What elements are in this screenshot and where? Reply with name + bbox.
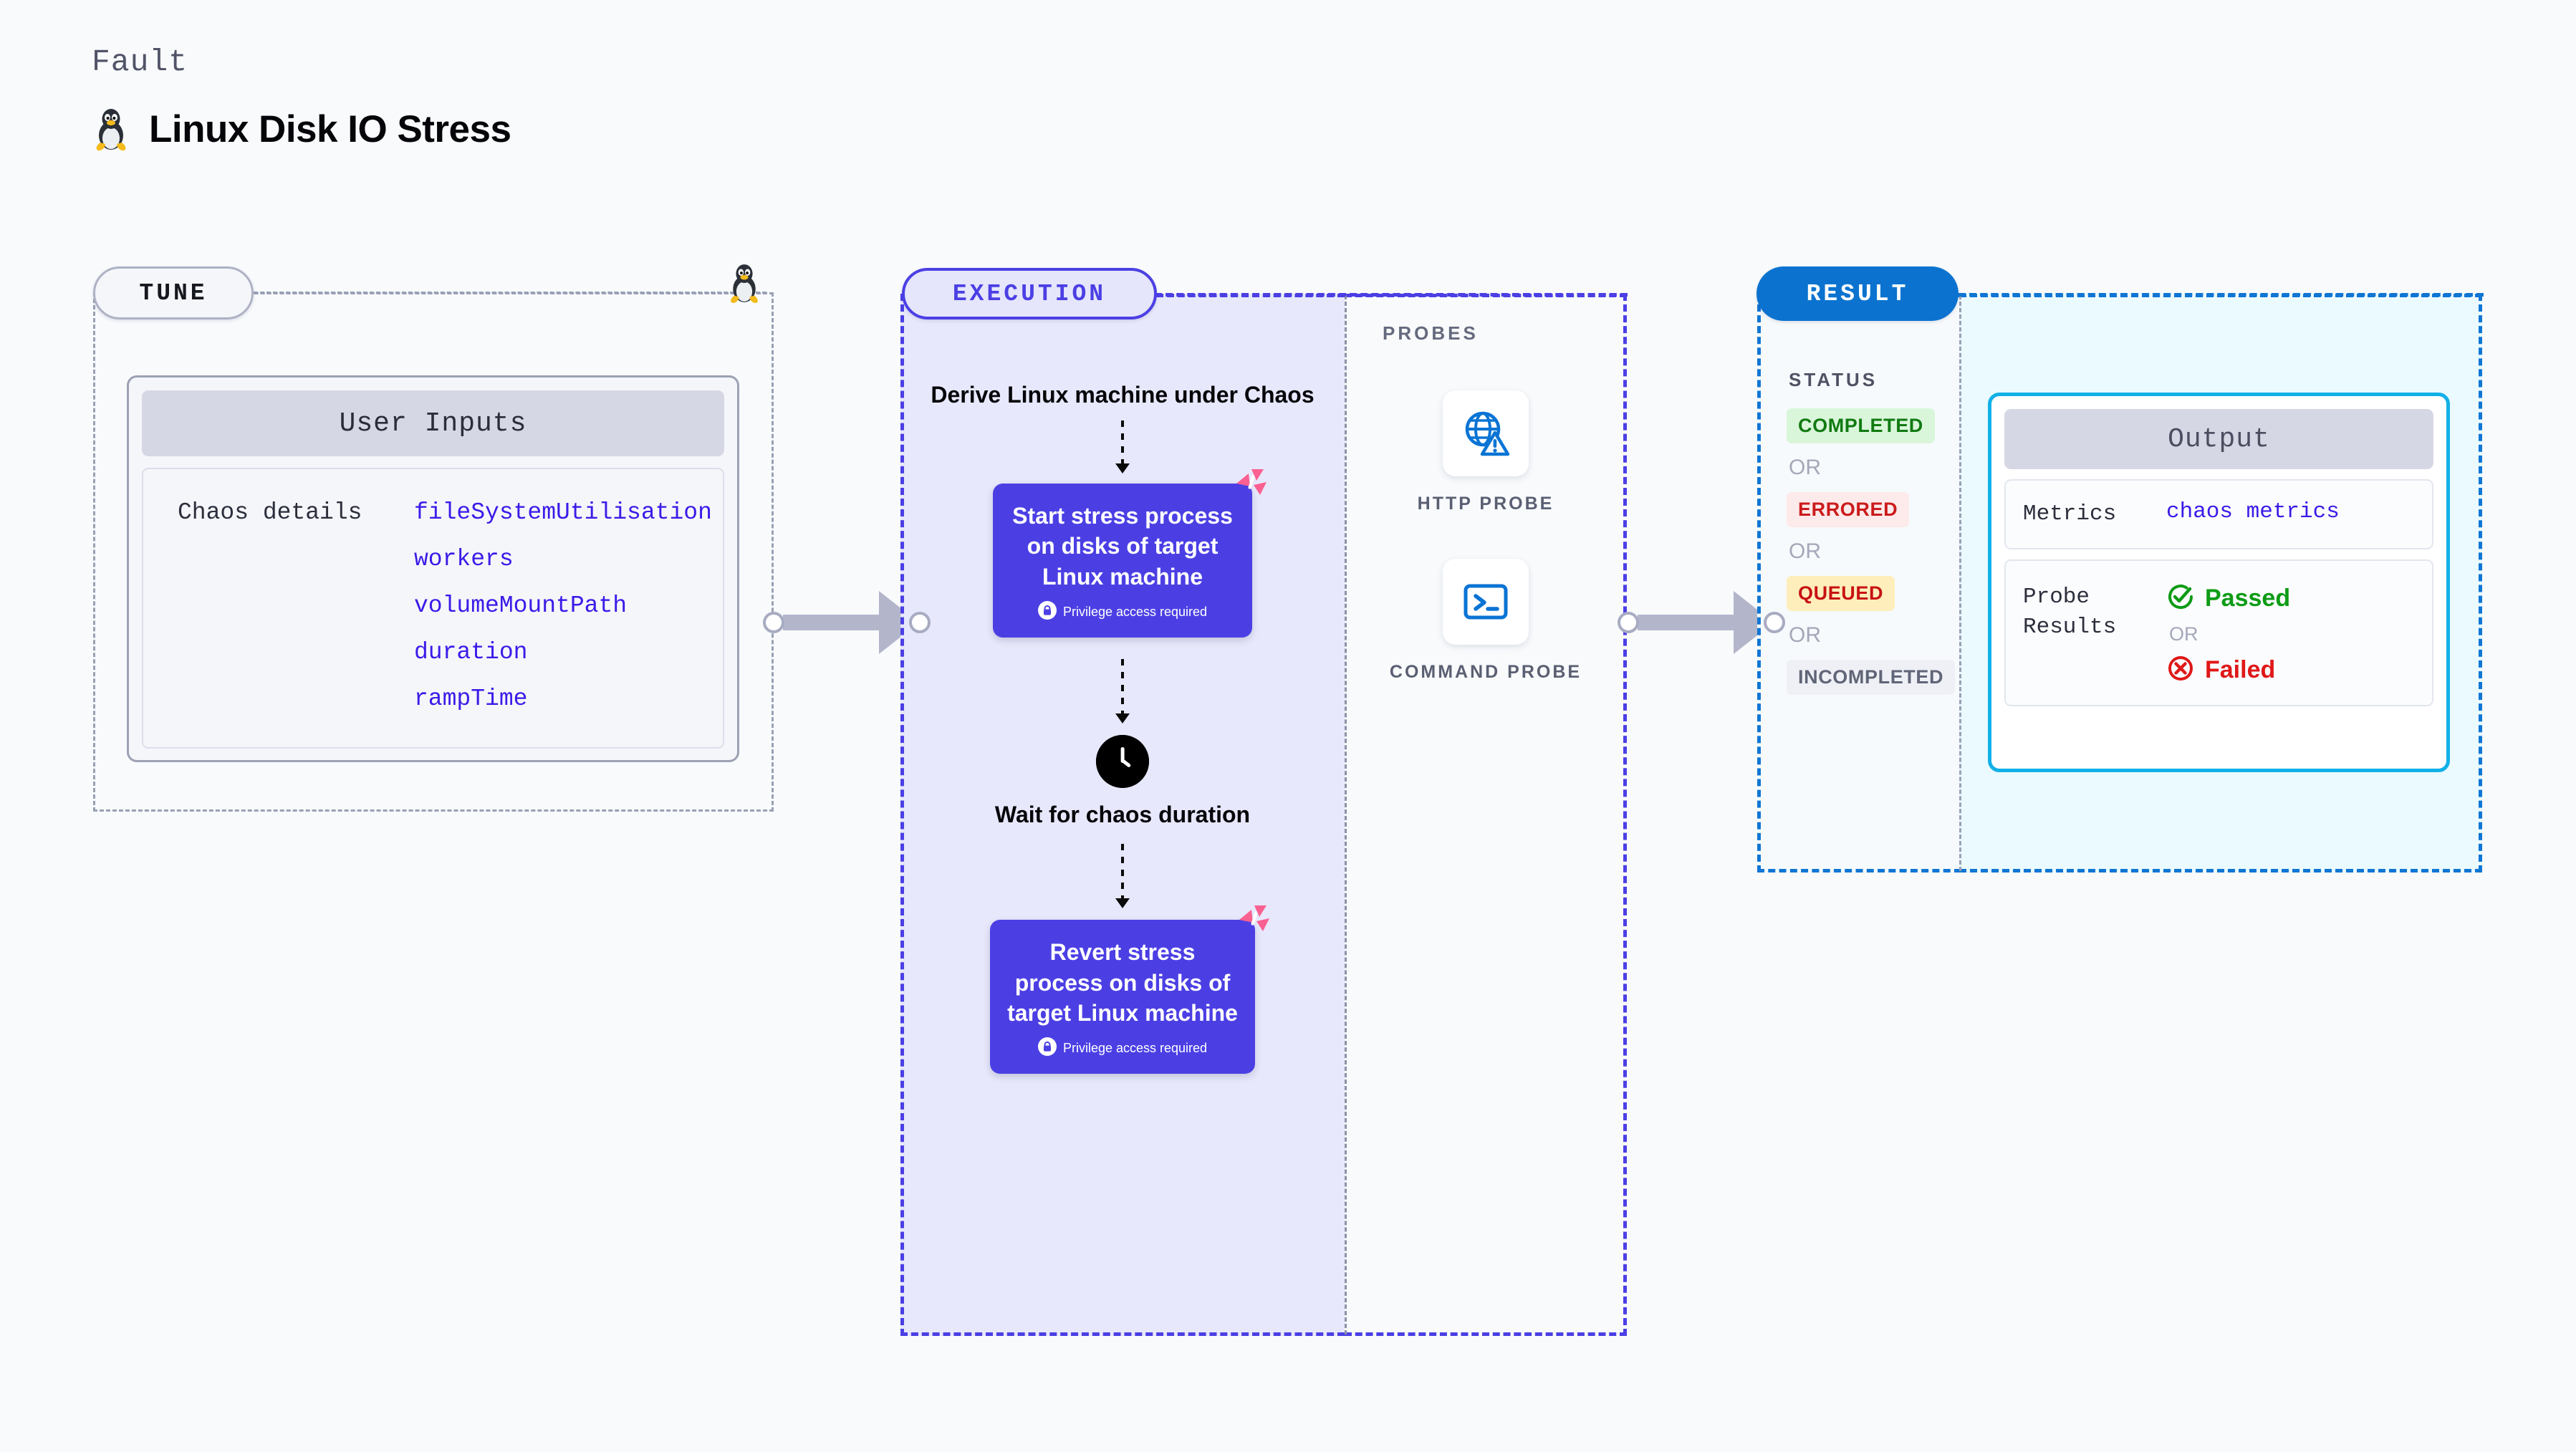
chaos-param-list: fileSystemUtilisation workers volumeMoun… (414, 499, 712, 747)
lock-icon (1037, 1037, 1057, 1059)
status-badge-queued: QUEUED (1787, 576, 1895, 611)
status-badge-errored: ERRORED (1787, 492, 1910, 527)
page-title: Linux Disk IO Stress (149, 107, 511, 150)
user-inputs-body: Chaos details fileSystemUtilisation work… (142, 468, 724, 749)
tune-badge[interactable]: TUNE (93, 266, 254, 319)
probe-results-label: Probe Results (2023, 584, 2117, 640)
revert-privilege-row: Privilege access required (1003, 1037, 1242, 1059)
probe-item-http[interactable]: HTTP PROBE (1418, 390, 1554, 516)
status-or-3: OR (1789, 623, 1821, 647)
probe-result-failed: Failed (2166, 654, 2290, 686)
execution-top-dashed-line (1155, 293, 1628, 297)
connector-end-dot (1764, 612, 1785, 633)
start-stress-card-title: Start stress process on disks of target … (1012, 502, 1233, 590)
connector-bar (783, 615, 883, 630)
connector-start-dot (1618, 612, 1639, 633)
result-divider-line (1959, 295, 1961, 871)
chaos-param-rampTime[interactable]: rampTime (414, 686, 528, 712)
output-card-header: Output (2004, 409, 2433, 469)
terminal-icon (1442, 559, 1529, 645)
derive-step-label: Derive Linux machine under Chaos (931, 382, 1315, 408)
probes-section-label: PROBES (1383, 322, 1479, 344)
linux-penguin-icon (726, 262, 762, 304)
check-circle-icon (2166, 582, 2195, 615)
globe-warning-icon (1442, 390, 1529, 476)
connector-bar (1638, 615, 1738, 630)
status-label: STATUS (1789, 369, 1878, 390)
chaos-param-volumeMountPath[interactable]: volumeMountPath (414, 592, 628, 619)
output-card: Output Metrics chaos metrics Probe Resul… (1988, 393, 2450, 772)
user-inputs-card: User Inputs Chaos details fileSystemUtil… (127, 375, 739, 762)
connector-start-dot (763, 612, 784, 633)
metrics-label: Metrics (2023, 501, 2117, 527)
flow-arrow-2 (1115, 658, 1130, 723)
probe-results-row: Probe Results Passed OR (2004, 559, 2433, 706)
chaos-details-label: Chaos details (178, 499, 362, 526)
probes-divider-line (1345, 295, 1347, 1335)
execution-flow: Derive Linux machine under Chaos Start s… (900, 380, 1345, 1074)
status-badge-completed: COMPLETED (1787, 408, 1935, 443)
lock-icon (1037, 600, 1057, 623)
passed-label: Passed (2205, 584, 2291, 612)
chaos-param-duration[interactable]: duration (414, 639, 528, 665)
start-stress-card[interactable]: Start stress process on disks of target … (993, 468, 1267, 638)
start-privilege-note: Privilege access required (1062, 604, 1208, 619)
page-header: Fault Linux Disk IO Stress (92, 44, 511, 151)
probes-list: HTTP PROBE COMMAND PROBE (1345, 390, 1627, 684)
clock-icon (1096, 734, 1149, 788)
probe-item-command[interactable]: COMMAND PROBE (1390, 559, 1582, 684)
page-title-row: Linux Disk IO Stress (92, 107, 511, 151)
metrics-value[interactable]: chaos metrics (2166, 499, 2340, 524)
failed-label: Failed (2205, 655, 2276, 683)
linux-penguin-icon (92, 107, 130, 151)
litmus-chaos-icon (1232, 465, 1271, 504)
status-or-2: OR (1789, 539, 1821, 563)
probe-label-command: COMMAND PROBE (1389, 662, 1582, 682)
result-top-dashed-line (1959, 293, 2484, 297)
probe-results-values: Passed OR Failed (2166, 582, 2290, 686)
result-badge[interactable]: RESULT (1756, 266, 1959, 321)
flow-arrow-1 (1115, 420, 1130, 473)
metrics-row: Metrics chaos metrics (2004, 479, 2433, 549)
fault-kicker: Fault (92, 44, 188, 80)
status-list: COMPLETED OR ERRORED OR QUEUED OR INCOMP… (1787, 408, 1956, 695)
chaos-param-fileSystemUtilisation[interactable]: fileSystemUtilisation (414, 499, 712, 526)
user-inputs-header: User Inputs (142, 390, 724, 456)
status-or-1: OR (1789, 456, 1821, 479)
chaos-param-workers[interactable]: workers (414, 546, 514, 572)
status-badge-incompleted: INCOMPLETED (1787, 660, 1956, 695)
revert-stress-card-title: Revert stress process on disks of target… (1007, 939, 1238, 1027)
revert-stress-card[interactable]: Revert stress process on disks of target… (990, 905, 1269, 1074)
wait-step-label: Wait for chaos duration (994, 801, 1251, 827)
connector-end-dot (909, 612, 931, 633)
x-circle-icon (2166, 654, 2195, 686)
probe-result-or: OR (2169, 622, 2198, 645)
revert-privilege-note: Privilege access required (1062, 1041, 1208, 1056)
probe-label-http: HTTP PROBE (1417, 494, 1554, 514)
litmus-chaos-icon (1235, 901, 1274, 940)
execution-badge[interactable]: EXECUTION (902, 268, 1157, 319)
tune-top-dashed-line (254, 292, 766, 294)
probe-result-passed: Passed (2166, 582, 2290, 615)
start-privilege-row: Privilege access required (1006, 600, 1239, 623)
flow-arrow-3 (1115, 844, 1130, 909)
